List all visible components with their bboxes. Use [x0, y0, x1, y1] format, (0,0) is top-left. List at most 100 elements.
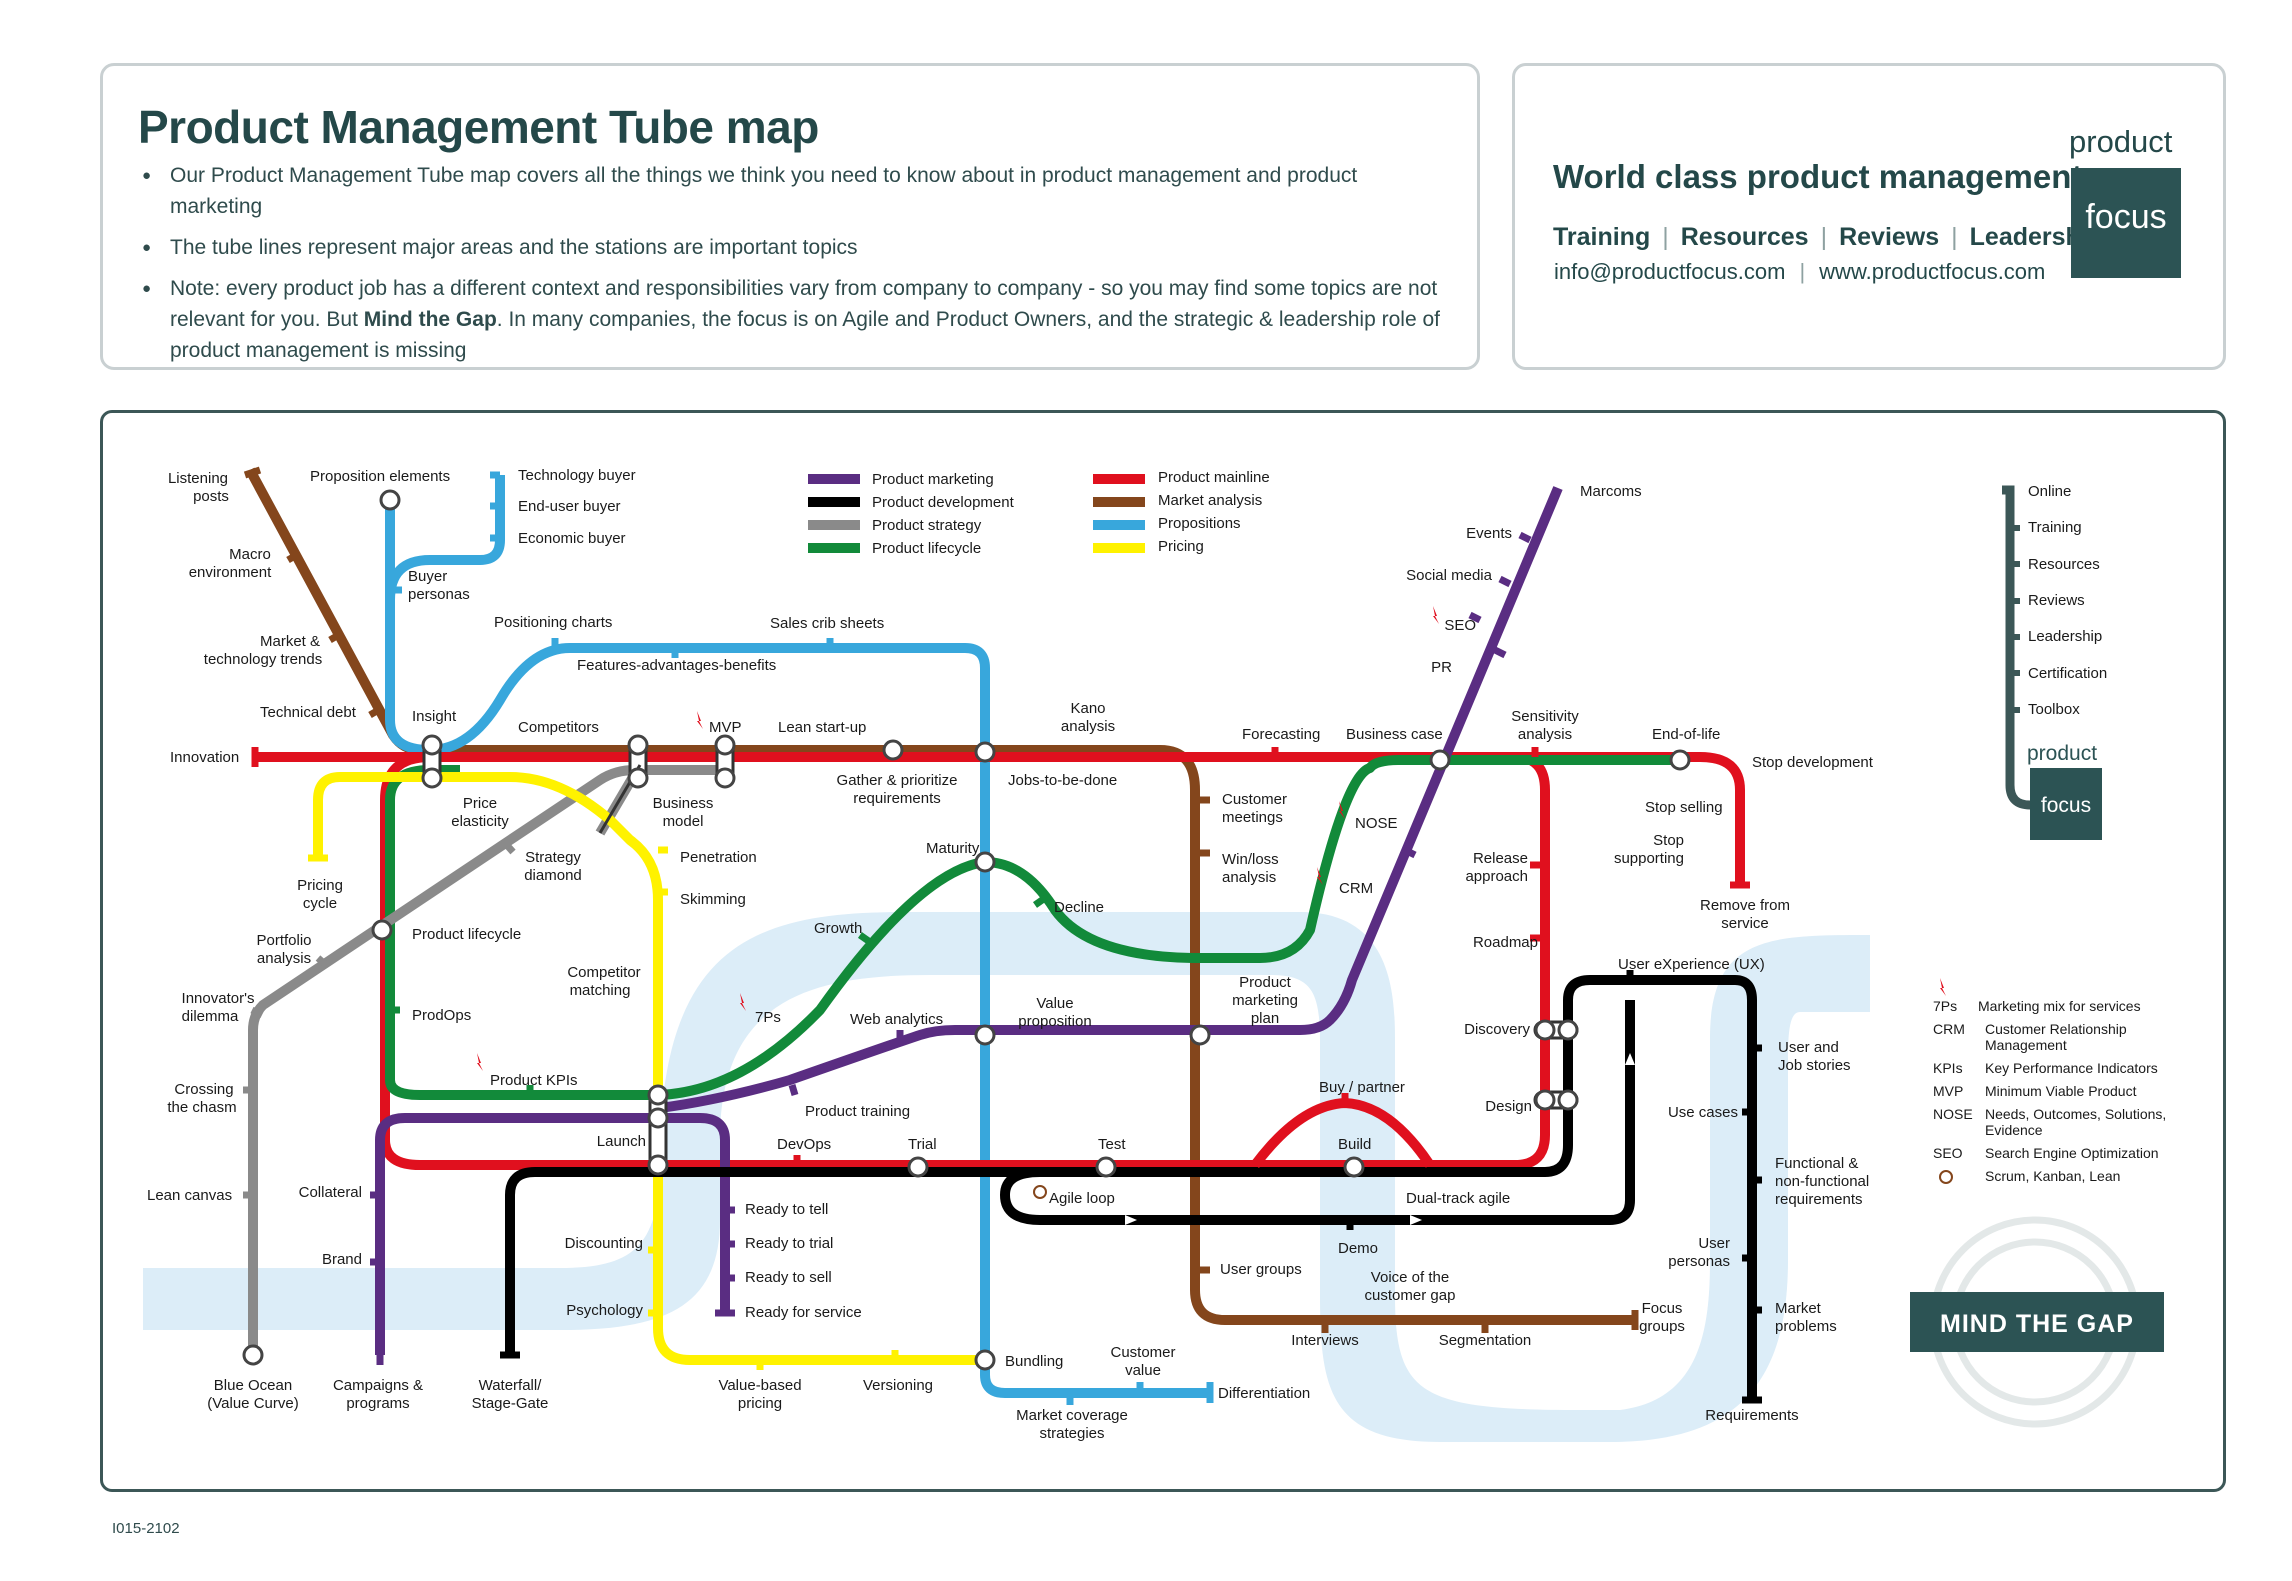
- station-label[interactable]: Ready to tell: [745, 1201, 828, 1218]
- station-label[interactable]: CRM: [1339, 880, 1373, 897]
- station-label[interactable]: Insight: [412, 708, 457, 725]
- station-label[interactable]: End-of-life: [1652, 726, 1720, 743]
- station-label[interactable]: Maturity: [926, 840, 980, 857]
- station-circle[interactable]: [882, 739, 904, 761]
- station-label[interactable]: Launch: [597, 1133, 646, 1150]
- link-training[interactable]: Training: [1553, 223, 1651, 251]
- station-label[interactable]: PR: [1431, 659, 1452, 676]
- station-circle[interactable]: [714, 734, 736, 756]
- station-label[interactable]: Psychology: [566, 1302, 643, 1319]
- station-circle[interactable]: [1557, 1089, 1579, 1111]
- service-training[interactable]: Training: [2028, 519, 2082, 536]
- station-circle[interactable]: [1429, 749, 1451, 771]
- station-label[interactable]: End-user buyer: [518, 498, 621, 515]
- link-reviews[interactable]: Reviews: [1839, 223, 1940, 251]
- station-label[interactable]: Ready for service: [745, 1304, 862, 1321]
- station-label[interactable]: Positioning charts: [494, 614, 612, 631]
- station-label[interactable]: Buy / partner: [1319, 1079, 1405, 1096]
- station-label[interactable]: Product lifecycle: [412, 926, 521, 943]
- station-label[interactable]: User groups: [1220, 1261, 1302, 1278]
- station-label[interactable]: Product KPIs: [490, 1072, 578, 1089]
- station-circle[interactable]: [1534, 1019, 1556, 1041]
- service-resources[interactable]: Resources: [2028, 556, 2100, 573]
- station-label[interactable]: Use cases: [1668, 1104, 1738, 1121]
- station-label[interactable]: Ready to trial: [745, 1235, 833, 1252]
- station-label[interactable]: Decline: [1054, 899, 1104, 916]
- station-circle[interactable]: [1669, 749, 1691, 771]
- station-label[interactable]: Brand: [322, 1251, 362, 1268]
- station-circle[interactable]: [1534, 1089, 1556, 1111]
- station-label[interactable]: Ready to sell: [745, 1269, 832, 1286]
- station-label[interactable]: Technical debt: [260, 704, 357, 721]
- station-label[interactable]: NOSE: [1355, 815, 1398, 832]
- station-circle[interactable]: [1557, 1019, 1579, 1041]
- station-label[interactable]: Sales crib sheets: [770, 615, 884, 632]
- station-label[interactable]: Proposition elements: [310, 468, 450, 485]
- station-circle[interactable]: [974, 741, 996, 763]
- station-label[interactable]: Trial: [908, 1136, 937, 1153]
- station-label[interactable]: Events: [1466, 525, 1512, 542]
- station-circle[interactable]: [371, 919, 393, 941]
- station-circle[interactable]: [1095, 1156, 1117, 1178]
- station-label[interactable]: Growth: [814, 920, 862, 937]
- station-label[interactable]: Skimming: [680, 891, 746, 908]
- station-label[interactable]: Lean start-up: [778, 719, 866, 736]
- station-label[interactable]: ProdOps: [412, 1007, 471, 1024]
- station-label[interactable]: Penetration: [680, 849, 757, 866]
- station-label[interactable]: Stop development: [1752, 754, 1874, 771]
- service-toolbox[interactable]: Toolbox: [2028, 701, 2080, 718]
- station-label[interactable]: Economic buyer: [518, 530, 626, 547]
- station-label[interactable]: Discounting: [565, 1235, 643, 1252]
- station-label[interactable]: Product training: [805, 1103, 910, 1120]
- link-resources[interactable]: Resources: [1680, 223, 1809, 251]
- station-label[interactable]: Build: [1338, 1136, 1371, 1153]
- station-circle[interactable]: [974, 1349, 996, 1371]
- station-label[interactable]: DevOps: [777, 1136, 831, 1153]
- station-label[interactable]: Dual-track agile: [1406, 1190, 1510, 1207]
- station-label[interactable]: Waterfall/Stage-Gate: [472, 1377, 549, 1412]
- station-label[interactable]: Collateral: [299, 1184, 362, 1201]
- station-label[interactable]: Versioning: [863, 1377, 933, 1394]
- station-label[interactable]: Demo: [1338, 1240, 1378, 1257]
- station-circle[interactable]: [1343, 1156, 1365, 1178]
- station-label[interactable]: Innovation: [170, 749, 239, 766]
- station-circle[interactable]: [421, 734, 443, 756]
- station-label[interactable]: Bundling: [1005, 1353, 1063, 1370]
- station-circle[interactable]: [627, 734, 649, 756]
- service-online[interactable]: Online: [2028, 483, 2071, 500]
- service-reviews[interactable]: Reviews: [2028, 592, 2085, 609]
- station-label[interactable]: Blue Ocean(Value Curve): [207, 1377, 298, 1412]
- station-label[interactable]: Competitors: [518, 719, 599, 736]
- station-label[interactable]: Test: [1098, 1136, 1126, 1153]
- station-label[interactable]: User eXperience (UX): [1618, 956, 1765, 973]
- station-circle[interactable]: [714, 767, 736, 789]
- service-certification[interactable]: Certification: [2028, 665, 2107, 682]
- station-label[interactable]: Campaigns &programs: [333, 1377, 423, 1412]
- station-label[interactable]: Technology buyer: [518, 467, 636, 484]
- station-label[interactable]: Social media: [1406, 567, 1493, 584]
- station-label[interactable]: Features-advantages-benefits: [577, 657, 776, 674]
